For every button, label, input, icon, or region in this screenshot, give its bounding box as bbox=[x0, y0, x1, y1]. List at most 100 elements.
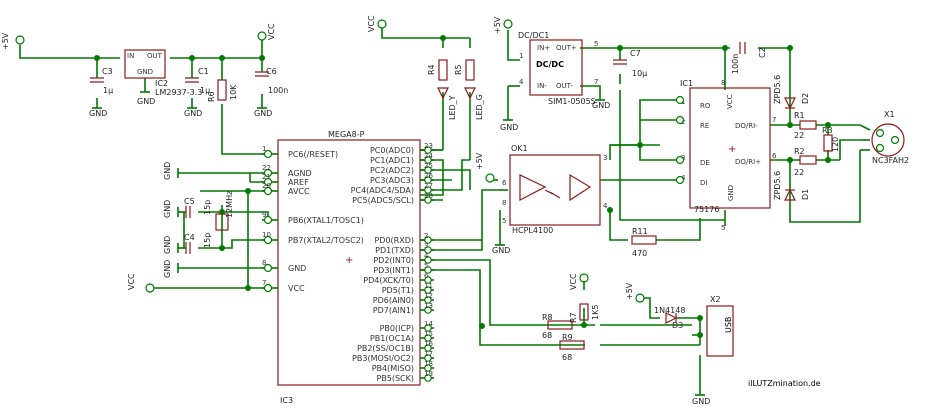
ic3-pin-num: 15 bbox=[424, 330, 433, 338]
svg-text:+: + bbox=[728, 144, 736, 155]
ic3-pin-name: AGND bbox=[288, 169, 312, 178]
ic3-pin-name: PD3(INT1) bbox=[373, 266, 414, 275]
ic3-pin bbox=[424, 276, 432, 284]
svg-text:C6: C6 bbox=[266, 67, 277, 76]
svg-text:+: + bbox=[345, 255, 353, 266]
svg-text:GND: GND bbox=[727, 185, 735, 201]
ic3-pin-num: 11 bbox=[424, 282, 433, 290]
ic3-pin-num: 6 bbox=[424, 272, 429, 280]
ic3-pin-name: PC0(ADC0) bbox=[370, 146, 414, 155]
svg-text:IN: IN bbox=[127, 52, 134, 60]
ic3-pin-name: PD6(AIN0) bbox=[373, 296, 414, 305]
ic3-mega8: MEGA8-P IC3 + 1PC6(/RESET)22AGND21AREF20… bbox=[262, 130, 434, 405]
ic3-pin bbox=[424, 196, 432, 204]
ic3-pin-name: PD4(XCK/T0) bbox=[363, 276, 414, 285]
svg-text:C3: C3 bbox=[102, 67, 113, 76]
svg-text:DO/RI-: DO/RI- bbox=[735, 122, 758, 130]
ic3-pin-num: 14 bbox=[424, 320, 433, 328]
svg-text:7: 7 bbox=[772, 116, 776, 124]
ic3-pin bbox=[424, 156, 432, 164]
ic3-pin-name: AREF bbox=[288, 178, 309, 187]
ic3-pin bbox=[263, 215, 273, 225]
svg-text:4: 4 bbox=[519, 78, 524, 86]
ic2-regulator: IN OUT GND IC2 LM2937-3.3 bbox=[124, 49, 202, 97]
ic3-pin bbox=[424, 306, 432, 314]
svg-text:OUT+: OUT+ bbox=[556, 44, 577, 52]
ic3-pin-name: PD2(INT0) bbox=[373, 256, 414, 265]
svg-text:VCC: VCC bbox=[726, 94, 734, 109]
svg-text:GND: GND bbox=[492, 246, 510, 255]
svg-text:X1: X1 bbox=[884, 110, 895, 119]
ic3-pin-num: 10 bbox=[262, 231, 271, 239]
ic3-pin bbox=[263, 283, 273, 293]
ic3-pin bbox=[424, 176, 432, 184]
svg-text:NC3FAH2: NC3FAH2 bbox=[872, 156, 909, 165]
svg-text:C5: C5 bbox=[184, 197, 195, 206]
ic3-pin bbox=[263, 177, 273, 187]
ic3-pin-num: 21 bbox=[262, 173, 271, 181]
svg-text:ZPD5.6: ZPD5.6 bbox=[773, 75, 782, 104]
x2-usb: X2 USB bbox=[706, 295, 734, 357]
svg-text:22: 22 bbox=[794, 131, 804, 140]
ic3-pin bbox=[424, 364, 432, 372]
svg-text:6: 6 bbox=[502, 179, 507, 187]
ic3-pin-name: PD5(T1) bbox=[382, 286, 414, 295]
ic3-pin-num: 5 bbox=[424, 262, 428, 270]
svg-text:IN-: IN- bbox=[537, 82, 547, 90]
svg-text:GND: GND bbox=[89, 109, 107, 118]
svg-text:10K: 10K bbox=[229, 84, 238, 100]
ic3-pin-num: 1 bbox=[262, 145, 266, 153]
svg-text:+5V: +5V bbox=[625, 282, 634, 300]
svg-text:GND: GND bbox=[163, 236, 172, 254]
svg-text:C7: C7 bbox=[630, 49, 641, 58]
ic3-pin bbox=[263, 235, 273, 245]
svg-text:GND: GND bbox=[163, 200, 172, 218]
ic3-ref: IC3 bbox=[280, 396, 293, 405]
dcdc1: DC/DC1 IN+ OUT+ DC/DC IN- OUT- 1 4 5 7 S… bbox=[518, 31, 598, 106]
x1-connector: X1 NC3FAH2 bbox=[871, 110, 909, 165]
svg-text:R11: R11 bbox=[632, 227, 648, 236]
ic2-ref: IC2 bbox=[155, 79, 168, 88]
svg-text:8: 8 bbox=[721, 79, 725, 87]
ic3-pin bbox=[263, 168, 273, 178]
svg-text:100n: 100n bbox=[731, 54, 740, 74]
ic3-pin bbox=[424, 236, 432, 244]
svg-text:VCC: VCC bbox=[569, 273, 578, 290]
svg-text:5: 5 bbox=[502, 217, 506, 225]
svg-text:RO: RO bbox=[700, 102, 711, 110]
svg-text:3: 3 bbox=[603, 154, 607, 162]
ic3-pin-name: PB4(MISO) bbox=[372, 364, 414, 373]
svg-text:OUT: OUT bbox=[147, 52, 163, 60]
ic3-pin-num: 27 bbox=[424, 182, 433, 190]
svg-text:22: 22 bbox=[794, 168, 804, 177]
svg-text:R1: R1 bbox=[794, 111, 805, 120]
ic3-pin-num: 8 bbox=[262, 259, 266, 267]
ic3-pin-num: 7 bbox=[262, 279, 266, 287]
svg-text:GND: GND bbox=[692, 397, 710, 406]
ic3-pin-name: PD0(RXD) bbox=[374, 236, 414, 245]
svg-text:C4: C4 bbox=[184, 233, 195, 242]
svg-text:12MHz: 12MHz bbox=[225, 191, 234, 218]
ic3-pin-num: 3 bbox=[424, 242, 428, 250]
ic3-pin-num: 17 bbox=[424, 350, 433, 358]
credit: ilLUTZmination.de bbox=[748, 379, 821, 388]
svg-text:68: 68 bbox=[542, 331, 552, 340]
svg-text:15p: 15p bbox=[203, 233, 212, 248]
svg-text:6: 6 bbox=[772, 152, 777, 160]
svg-text:X2: X2 bbox=[710, 295, 721, 304]
svg-text:7: 7 bbox=[594, 78, 598, 86]
ic3-pin-name: PC2(ADC2) bbox=[370, 166, 414, 175]
svg-text:DC/DC: DC/DC bbox=[536, 60, 564, 69]
svg-text:GND: GND bbox=[163, 260, 172, 278]
svg-text:4: 4 bbox=[603, 202, 608, 210]
ic3-pin-num: 9 bbox=[262, 211, 266, 219]
svg-text:OUT-: OUT- bbox=[556, 82, 573, 90]
svg-text:GND: GND bbox=[184, 109, 202, 118]
svg-text:GND: GND bbox=[254, 109, 272, 118]
svg-text:C2: C2 bbox=[758, 47, 767, 58]
ic3-pin-num: 20 bbox=[262, 182, 271, 190]
ic3-pin-name: PC6(/RESET) bbox=[288, 150, 338, 159]
svg-text:R4: R4 bbox=[427, 64, 436, 75]
ic3-pin bbox=[424, 286, 432, 294]
ic3-pin-name: PB6(XTAL1/TOSC1) bbox=[288, 216, 364, 225]
